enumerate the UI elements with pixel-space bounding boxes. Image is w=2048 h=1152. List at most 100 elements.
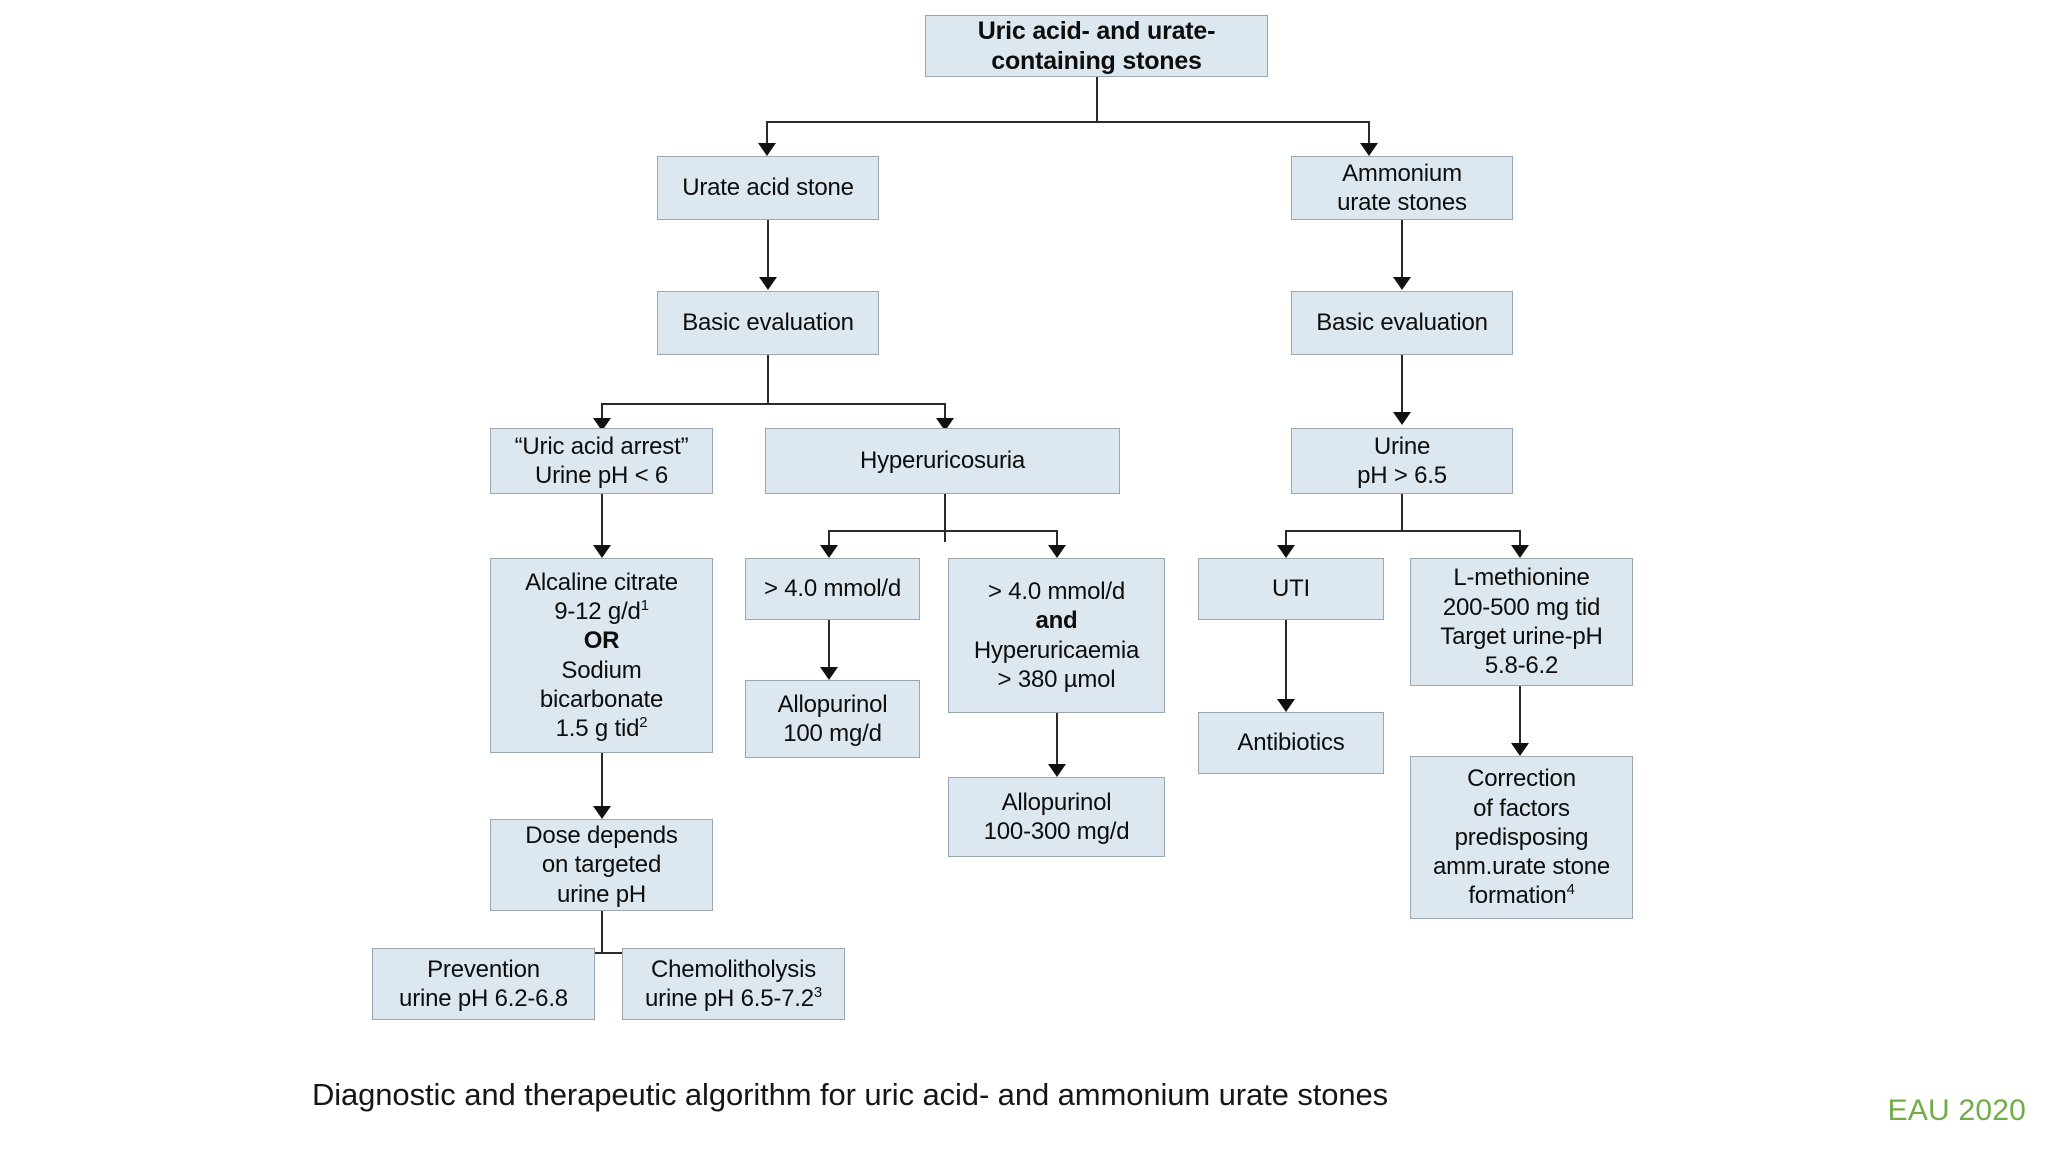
node-dose-depends-line1: Dose depends — [525, 822, 678, 850]
arrow-citrate-to-dose — [593, 806, 611, 819]
connector-citrate-to-dose — [601, 753, 603, 809]
node-allopurinol-100-line1: Allopurinol — [777, 690, 888, 718]
node-alcaline-citrate-line1: Alcaline citrate — [525, 568, 678, 596]
connector-hyperuricosuria-drop2 — [1056, 530, 1058, 550]
node-antibiotics: Antibiotics — [1198, 712, 1384, 774]
node-basic-evaluation-right: Basic evaluation — [1291, 291, 1513, 355]
node-chemolitholysis: Chemolitholysis urine pH 6.5-7.23 — [622, 948, 845, 1020]
node-uti-label: UTI — [1271, 575, 1311, 603]
node-uric-acid-arrest-line1: “Uric acid arrest” — [514, 432, 689, 460]
node-uti: UTI — [1198, 558, 1384, 620]
node-correction-factors-line5: formation — [1468, 882, 1567, 910]
arrow-basiceval-right-to-urineph — [1393, 412, 1411, 425]
node-l-methionine-line1: L-methionine — [1453, 564, 1590, 592]
node-alcaline-citrate: Alcaline citrate 9-12 g/d1 OR Sodium bic… — [490, 558, 713, 753]
node-alcaline-citrate-line2: 9-12 g/d — [554, 597, 641, 625]
connector-hyperuricosuria-drop1 — [828, 530, 830, 550]
node-prevention-line1: Prevention — [427, 955, 540, 983]
node-mmol-and-hyperuricaemia-line1: > 4.0 mmol/d — [988, 577, 1125, 605]
node-chemolitholysis-sup: 3 — [813, 985, 822, 1001]
connector-urineph-stem — [1401, 494, 1403, 530]
connector-urineph-drop1 — [1285, 530, 1287, 550]
connector-basiceval-left-drop2 — [944, 403, 946, 423]
connector-mmol-to-allopurinol100 — [828, 620, 830, 670]
node-urine-ph-line1: Urine — [1373, 432, 1431, 460]
connector-urate-to-basiceval — [767, 220, 769, 280]
node-alcaline-citrate-line4: Sodium — [561, 656, 642, 684]
node-l-methionine-line3: Target urine-pH — [1440, 623, 1603, 650]
node-ammonium-urate-stones-line1: Ammonium — [1342, 159, 1462, 187]
node-urate-acid-stone: Urate acid stone — [657, 156, 879, 220]
arrow-ammonium-to-basiceval — [1393, 277, 1411, 290]
connector-basiceval-left-stem — [767, 355, 769, 403]
node-alcaline-citrate-sup1: 1 — [640, 597, 649, 614]
arrow-root-right — [1360, 143, 1378, 156]
node-hyperuricosuria-label: Hyperuricosuria — [859, 447, 1026, 475]
arrow-arrest-to-citrate — [593, 545, 611, 558]
node-dose-depends-line2: on targeted — [541, 851, 662, 879]
node-mmol-and-hyperuricaemia-line4: > 380 µmol — [997, 665, 1116, 693]
arrow-to-hyperuricosuria — [936, 418, 954, 431]
node-alcaline-citrate-line5: bicarbonate — [539, 685, 664, 713]
node-basic-evaluation-left: Basic evaluation — [657, 291, 879, 355]
connector-dose-bus — [483, 952, 735, 954]
node-mmol-and-hyperuricaemia-line2: and — [1035, 607, 1078, 635]
node-chemolitholysis-line1: Chemolitholysis — [650, 955, 817, 983]
node-l-methionine: L-methionine 200-500 mg tid Target urine… — [1410, 558, 1633, 686]
node-ammonium-urate-stones-line2: urate stones — [1337, 189, 1467, 216]
connector-hyperuricosuria-stem — [944, 494, 946, 542]
node-prevention-line2: urine pH 6.2-6.8 — [399, 985, 568, 1012]
node-correction-factors-line2: of factors — [1473, 794, 1570, 822]
node-mmol-and-hyperuricaemia-line3: Hyperuricaemia — [973, 636, 1140, 664]
node-allopurinol-100-300: Allopurinol 100-300 mg/d — [948, 777, 1165, 857]
node-alcaline-citrate-line3: OR — [583, 627, 620, 655]
node-uric-acid-arrest: “Uric acid arrest” Urine pH < 6 — [490, 428, 713, 494]
arrow-to-l-methionine — [1511, 545, 1529, 558]
node-urine-ph: Urine pH > 6.5 — [1291, 428, 1513, 494]
arrow-hyperuricaemia-to-allopurinol300 — [1048, 764, 1066, 777]
node-antibiotics-label: Antibiotics — [1237, 729, 1345, 757]
node-allopurinol-100-300-line2: 100-300 mg/d — [983, 818, 1130, 845]
node-prevention: Prevention urine pH 6.2-6.8 — [372, 948, 595, 1020]
node-alcaline-citrate-line6: 1.5 g tid — [555, 715, 640, 743]
figure-caption: Diagnostic and therapeutic algorithm for… — [311, 1077, 1389, 1112]
connector-basiceval-right-to-urineph — [1401, 355, 1403, 415]
node-urate-acid-stone-label: Urate acid stone — [682, 174, 854, 202]
node-correction-factors-line1: Correction — [1467, 765, 1576, 793]
connector-hyperuricaemia-to-allopurinol300 — [1056, 713, 1058, 767]
connector-basiceval-left-bus — [601, 403, 946, 405]
node-mmol-threshold: > 4.0 mmol/d — [745, 558, 920, 620]
node-uric-acid-arrest-line2: Urine pH < 6 — [535, 462, 668, 489]
connector-ammonium-to-basiceval — [1401, 220, 1403, 280]
arrow-root-left — [758, 143, 776, 156]
connector-basiceval-left-drop1 — [601, 403, 603, 423]
arrow-to-uric-acid-arrest — [593, 418, 611, 431]
connector-hyperuricosuria-bus — [828, 530, 1056, 532]
node-allopurinol-100-line2: 100 mg/d — [783, 720, 882, 747]
connector-arrest-to-citrate — [601, 494, 603, 548]
node-correction-factors-line3: predisposing — [1454, 823, 1589, 851]
connector-urineph-drop2 — [1519, 530, 1521, 550]
arrow-lmethionine-to-correction — [1511, 743, 1529, 756]
node-allopurinol-100-300-line1: Allopurinol — [1001, 788, 1112, 816]
connector-root-left-drop — [766, 121, 768, 147]
connector-root-stem — [1096, 77, 1098, 121]
node-l-methionine-line2: 200-500 mg tid — [1442, 593, 1601, 621]
arrow-urate-to-basiceval — [759, 277, 777, 290]
node-mmol-threshold-label: > 4.0 mmol/d — [764, 575, 901, 603]
node-urine-ph-line2: pH > 6.5 — [1357, 462, 1447, 489]
node-correction-factors: Correction of factors predisposing amm.u… — [1410, 756, 1633, 919]
node-correction-factors-sup: 4 — [1566, 882, 1575, 899]
node-hyperuricosuria: Hyperuricosuria — [765, 428, 1120, 494]
node-root: Uric acid- and urate- containing stones — [925, 15, 1268, 77]
node-mmol-and-hyperuricaemia: > 4.0 mmol/d and Hyperuricaemia > 380 µm… — [948, 558, 1165, 713]
node-root-line2: containing stones — [991, 47, 1202, 75]
connector-lmethionine-to-correction — [1519, 686, 1521, 746]
connector-dose-stem — [601, 911, 603, 952]
node-basic-evaluation-right-label: Basic evaluation — [1316, 309, 1488, 337]
node-chemolitholysis-line2: urine pH 6.5-7.2 — [645, 985, 814, 1012]
node-dose-depends-line3: urine pH — [556, 880, 647, 908]
arrow-uti-to-antibiotics — [1277, 699, 1295, 712]
node-root-line1: Uric acid- and urate- — [977, 16, 1216, 45]
